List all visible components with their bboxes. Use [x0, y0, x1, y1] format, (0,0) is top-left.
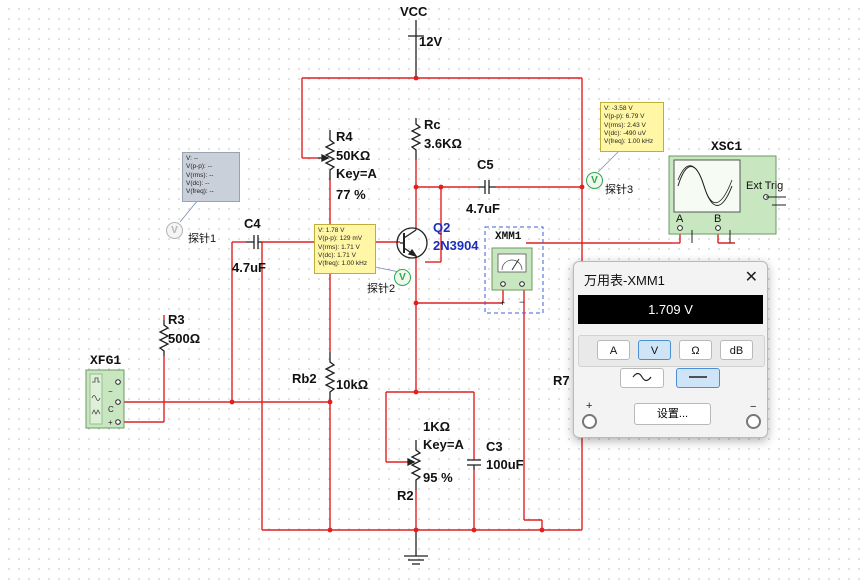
rb2-ref: Rb2	[292, 371, 317, 386]
probe1-icon[interactable]: V	[166, 222, 183, 239]
mode-button-row	[614, 368, 724, 390]
multimeter-title: 万用表-XMM1	[584, 273, 665, 288]
xfg1-generator[interactable]: − C +	[85, 369, 125, 429]
c4-value: 4.7uF	[232, 260, 266, 275]
xmm1-symbol[interactable]	[484, 226, 544, 314]
probe1-readout: V: -- V(p-p): -- V(rms): -- V(dc): -- V(…	[182, 152, 240, 202]
r4-value: 50KΩ	[336, 148, 371, 163]
rb2-value: 10kΩ	[336, 377, 369, 392]
xsc1-ref: XSC1	[711, 139, 743, 154]
ac-mode-button[interactable]	[620, 368, 664, 388]
probe2-line: V(rms): 1.71 V	[318, 243, 360, 251]
ampere-button[interactable]: A	[597, 340, 630, 360]
probe1-line: V: --	[186, 155, 199, 162]
probe1-label: 探针1	[188, 233, 217, 245]
db-button[interactable]: dB	[720, 340, 753, 360]
function-button-row: A V Ω dB	[578, 335, 765, 367]
svg-text:+: +	[108, 418, 113, 427]
minus-terminal[interactable]	[746, 414, 761, 429]
plus-terminal[interactable]	[582, 414, 597, 429]
q2-value: 2N3904	[433, 238, 479, 253]
probe3-readout: V: -3.58 V V(p-p): 6.79 V V(rms): 2.43 V…	[600, 102, 664, 152]
probe1-line: V(freq): --	[186, 188, 214, 196]
vcc-label: VCC	[400, 4, 428, 19]
probe2-line: V(p-p): 129 mV	[318, 235, 363, 243]
r2-ref: R2	[397, 488, 414, 503]
multimeter-reading: 1.709 V	[578, 295, 763, 324]
probe2-line: V: 1.78 V	[318, 227, 345, 234]
probe3-label: 探针3	[605, 184, 634, 196]
q2-ref: Q2	[433, 220, 451, 235]
r7-ref: R7	[553, 373, 570, 388]
r4-ref: R4	[336, 129, 353, 144]
probe3-line: V(freq): 1.00 kHz	[604, 138, 654, 146]
plus-terminal-label: +	[586, 400, 593, 412]
rc-value: 3.6KΩ	[424, 136, 462, 151]
xsc1-chan-b: B	[714, 213, 722, 225]
c5-value: 4.7uF	[466, 201, 500, 216]
r4-percent: 77 %	[336, 187, 366, 202]
r4-key: Key=A	[336, 166, 377, 181]
c3-ref: C3	[486, 439, 503, 454]
probe1-line: V(p-p): --	[186, 163, 212, 171]
svg-text:−: −	[108, 387, 113, 396]
probe1-line: V(rms): --	[186, 171, 214, 179]
xfg1-ref: XFG1	[90, 353, 122, 368]
r3-value: 500Ω	[168, 331, 201, 346]
probe2-label: 探针2	[367, 283, 396, 295]
ohm-button[interactable]: Ω	[679, 340, 712, 360]
probe3-line: V(dc): -490 uV	[604, 129, 646, 137]
probe2-readout: V: 1.78 V V(p-p): 129 mV V(rms): 1.71 V …	[314, 224, 376, 274]
close-icon[interactable]: ✕	[744, 269, 758, 286]
xmm1-ref: XMM1	[495, 231, 522, 243]
probe2-line: V(dc): 1.71 V	[318, 251, 356, 259]
probe3-icon[interactable]: V	[586, 172, 603, 189]
xmm1-minus-label: −	[519, 297, 525, 307]
probe2-line: V(freq): 1.00 kHz	[318, 260, 368, 268]
r2-percent: 95 %	[423, 470, 453, 485]
r2-value: 1KΩ	[423, 419, 451, 434]
xmm1-plus-label: +	[500, 298, 506, 308]
probe1-line: V(dc): --	[186, 179, 210, 187]
xsc1-oscilloscope[interactable]	[668, 155, 786, 243]
c4-ref: C4	[244, 216, 261, 231]
dc-line-icon	[689, 376, 707, 378]
dc-mode-button[interactable]	[676, 368, 720, 388]
multimeter-dialog: 万用表-XMM1 ✕ 1.709 V A V Ω dB + 设置... −	[573, 261, 768, 438]
volt-button[interactable]: V	[638, 340, 671, 360]
ac-wave-icon	[632, 372, 652, 382]
settings-button[interactable]: 设置...	[634, 403, 711, 425]
probe3-line: V(rms): 2.43 V	[604, 121, 646, 129]
rc-ref: Rc	[424, 117, 441, 132]
probe3-line: V: -3.58 V	[604, 105, 633, 112]
xsc1-chan-a: A	[676, 213, 684, 225]
r2-key: Key=A	[423, 437, 464, 452]
probe3-line: V(p-p): 6.79 V	[604, 113, 645, 121]
probe2-icon[interactable]: V	[394, 269, 411, 286]
r3-ref: R3	[168, 312, 185, 327]
c5-ref: C5	[477, 157, 494, 172]
c3-value: 100uF	[486, 457, 524, 472]
xsc1-ext-trig: Ext Trig	[746, 180, 784, 192]
svg-text:C: C	[108, 405, 114, 414]
vcc-value: 12V	[419, 34, 443, 49]
minus-terminal-label: −	[750, 401, 757, 413]
